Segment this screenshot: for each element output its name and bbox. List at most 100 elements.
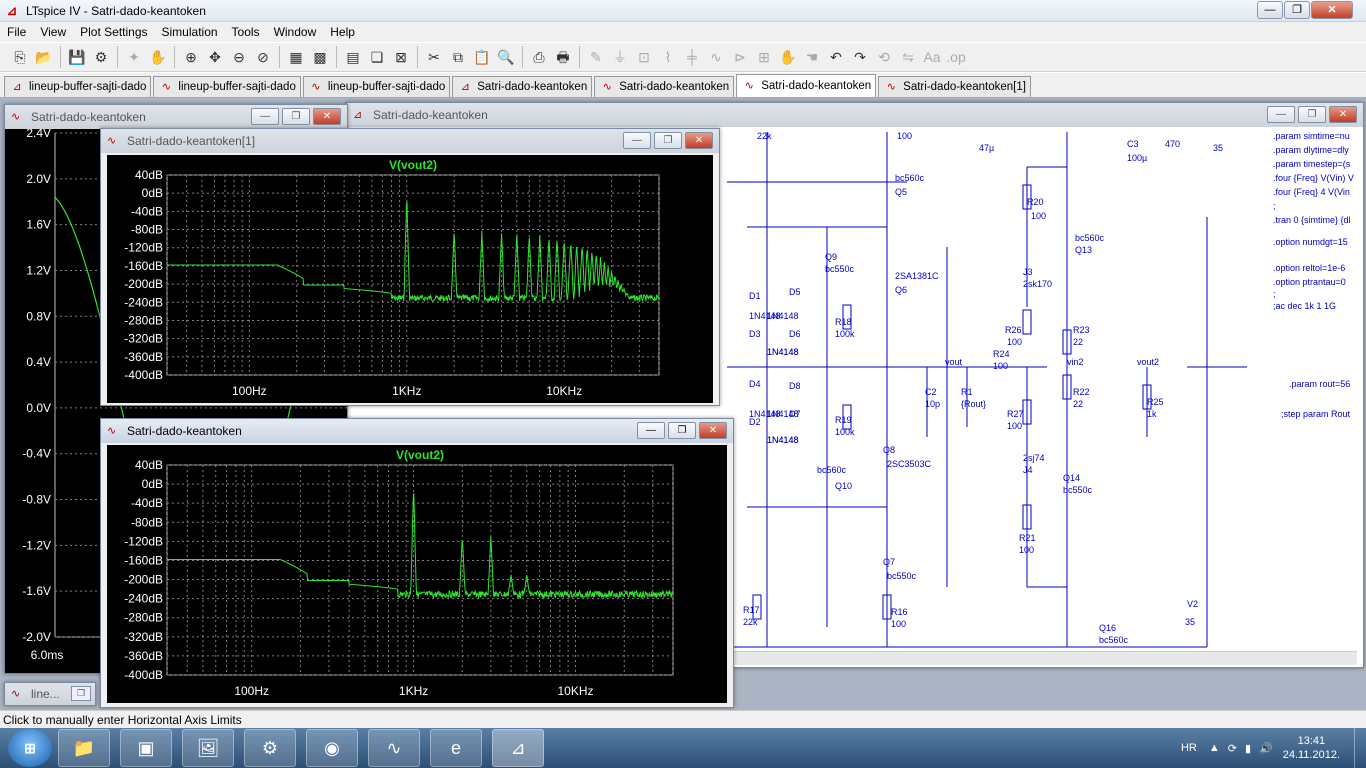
close-button[interactable]: ✕ [1329,106,1357,123]
new-schematic-icon[interactable]: ⎘ [14,49,26,65]
inductor-icon[interactable]: ∿ [710,49,722,65]
signal-icon[interactable]: ▮ [1244,742,1251,755]
volume-icon[interactable]: 🔊 [1259,742,1273,755]
redo-icon[interactable]: ↷ [854,49,866,65]
tab-6[interactable]: ∿Satri-dado-keantoken[1] [878,76,1031,97]
horizontal-scrollbar[interactable] [727,651,1357,665]
close-button[interactable]: ✕ [1311,1,1353,19]
menu-simulation[interactable]: Simulation [161,25,218,39]
tray-show-icon[interactable]: ▲ [1208,742,1220,754]
tab-3[interactable]: ⊿Satri-dado-keantoken [452,76,593,97]
security-taskbar-icon[interactable]: ◉ [306,729,358,767]
zoom-pan-icon[interactable]: ✥ [209,49,221,65]
open-icon[interactable]: 📂 [35,49,53,65]
cascade-icon[interactable]: ❏ [370,49,384,65]
language-indicator[interactable]: HR [1180,742,1197,754]
restore-button[interactable]: ❐ [668,422,696,439]
show-desktop-button[interactable] [1354,728,1366,768]
minimize-button[interactable]: — [1257,1,1283,19]
schematic-label: Q16 [1099,623,1116,633]
fft-plot-1[interactable]: 40dB0dB-40dB-80dB-120dB-160dB-200dB-240d… [107,155,713,403]
menu-help[interactable]: Help [330,25,355,39]
start-button[interactable]: ⊞ [8,729,52,767]
print-icon[interactable]: 🖶 [556,49,570,65]
tab-5[interactable]: ∿Satri-dado-keantoken [736,74,877,97]
media-taskbar-icon[interactable]: ▣ [120,729,172,767]
settings-icon[interactable]: ⚙ [94,49,108,65]
clock[interactable]: 13:41 24.11.2012. [1283,734,1340,762]
zoom-out-icon[interactable]: ⊖ [233,49,245,65]
zoom-in-icon[interactable]: ⊕ [185,49,197,65]
ltspice-taskbar-icon[interactable]: ⊿ [492,729,544,767]
restore-button[interactable]: ❐ [282,108,310,125]
menu-plot-settings[interactable]: Plot Settings [80,25,148,39]
cut-icon[interactable]: ✂ [428,49,440,65]
menu-tools[interactable]: Tools [231,25,260,39]
paste-icon[interactable]: 📋 [473,49,491,65]
close-button[interactable]: ✕ [313,108,341,125]
tile-horizontal-icon[interactable]: ▤ [346,49,360,65]
draw-wire-icon[interactable]: ✎ [590,49,602,65]
tab-1[interactable]: ∿lineup-buffer-sajti-dado [153,76,301,97]
label-net-icon[interactable]: ⊡ [638,49,650,65]
fft-plot-2[interactable]: 40dB0dB-40dB-80dB-120dB-160dB-200dB-240d… [107,445,727,703]
ltspice-icon: ⊿ [6,2,18,18]
minimize-button[interactable]: — [637,422,665,439]
copy-icon[interactable]: ⧉ [453,49,463,65]
mirror-icon[interactable]: ⇋ [902,49,914,65]
oscilloscope-taskbar-icon[interactable]: ∿ [368,729,420,767]
restore-button[interactable]: ❐ [1284,1,1310,19]
browser-taskbar-icon[interactable]: e [430,729,482,767]
print-setup-icon[interactable]: ⎙ [533,49,545,65]
menu-window[interactable]: Window [273,25,317,39]
sync-icon[interactable]: ⟳ [1227,742,1237,755]
minimize-button[interactable]: — [623,132,651,149]
waveform-icon: ∿ [886,81,896,93]
schematic-label: 35 [1213,143,1223,153]
tab-0[interactable]: ⊿lineup-buffer-sajti-dado [4,76,152,97]
resistor-icon[interactable]: ⌇ [664,49,672,65]
schematic-label: R24 [993,349,1010,359]
spice-directive-icon[interactable]: .op [946,49,966,65]
rotate-icon[interactable]: ⟲ [878,49,890,65]
engine-taskbar-icon[interactable]: ⚙ [244,729,296,767]
schematic-label: 2sj74 [1023,453,1045,463]
ground-icon[interactable]: ⏚ [613,49,627,65]
close-window-icon[interactable]: ⊠ [395,49,407,65]
component-icon[interactable]: ⊞ [758,49,770,65]
schematic-label: .param dlytime=dly [1273,145,1349,155]
tab-4[interactable]: ∿Satri-dado-keantoken [594,76,735,97]
menu-file[interactable]: File [7,25,27,39]
restore-button[interactable]: ❐ [1298,106,1326,123]
text-icon[interactable]: Aa [923,49,941,65]
restore-button[interactable]: ❐ [71,686,91,701]
y-tick-label: 40dB [135,168,163,182]
run-icon[interactable]: ✦ [128,49,140,65]
minimized-window[interactable]: ∿ line... ❐ [4,682,96,706]
save-icon[interactable]: 💾 [68,49,86,65]
diode-icon[interactable]: ⊳ [734,49,746,65]
menu-view[interactable]: View [40,25,67,39]
capacitor-icon[interactable]: ╪ [687,49,697,65]
schematic-label: .tran 0 {simtime} {dl [1273,215,1351,225]
autorange-icon[interactable]: ▦ [289,49,303,65]
pan-icon[interactable]: ✋ [149,49,167,65]
tab-2[interactable]: ∿lineup-buffer-sajti-dado [302,76,451,97]
explorer-taskbar-icon[interactable]: 📁 [58,729,110,767]
photo-taskbar-icon[interactable]: 🖼 [182,729,234,767]
x-tick-label: 100Hz [234,684,269,698]
close-button[interactable]: ✕ [699,422,727,439]
grid-icon[interactable]: ▩ [313,49,327,65]
move-icon[interactable]: ✋ [779,49,797,65]
restore-button[interactable]: ❐ [654,132,682,149]
zoom-fit-icon[interactable]: ⊘ [257,49,269,65]
minimize-button[interactable]: — [251,108,279,125]
find-icon[interactable]: 🔍 [497,49,515,65]
undo-icon[interactable]: ↶ [830,49,842,65]
drag-icon[interactable]: ☚ [805,49,819,65]
resistor-symbol [752,594,762,620]
minimize-button[interactable]: — [1267,106,1295,123]
close-button[interactable]: ✕ [685,132,713,149]
